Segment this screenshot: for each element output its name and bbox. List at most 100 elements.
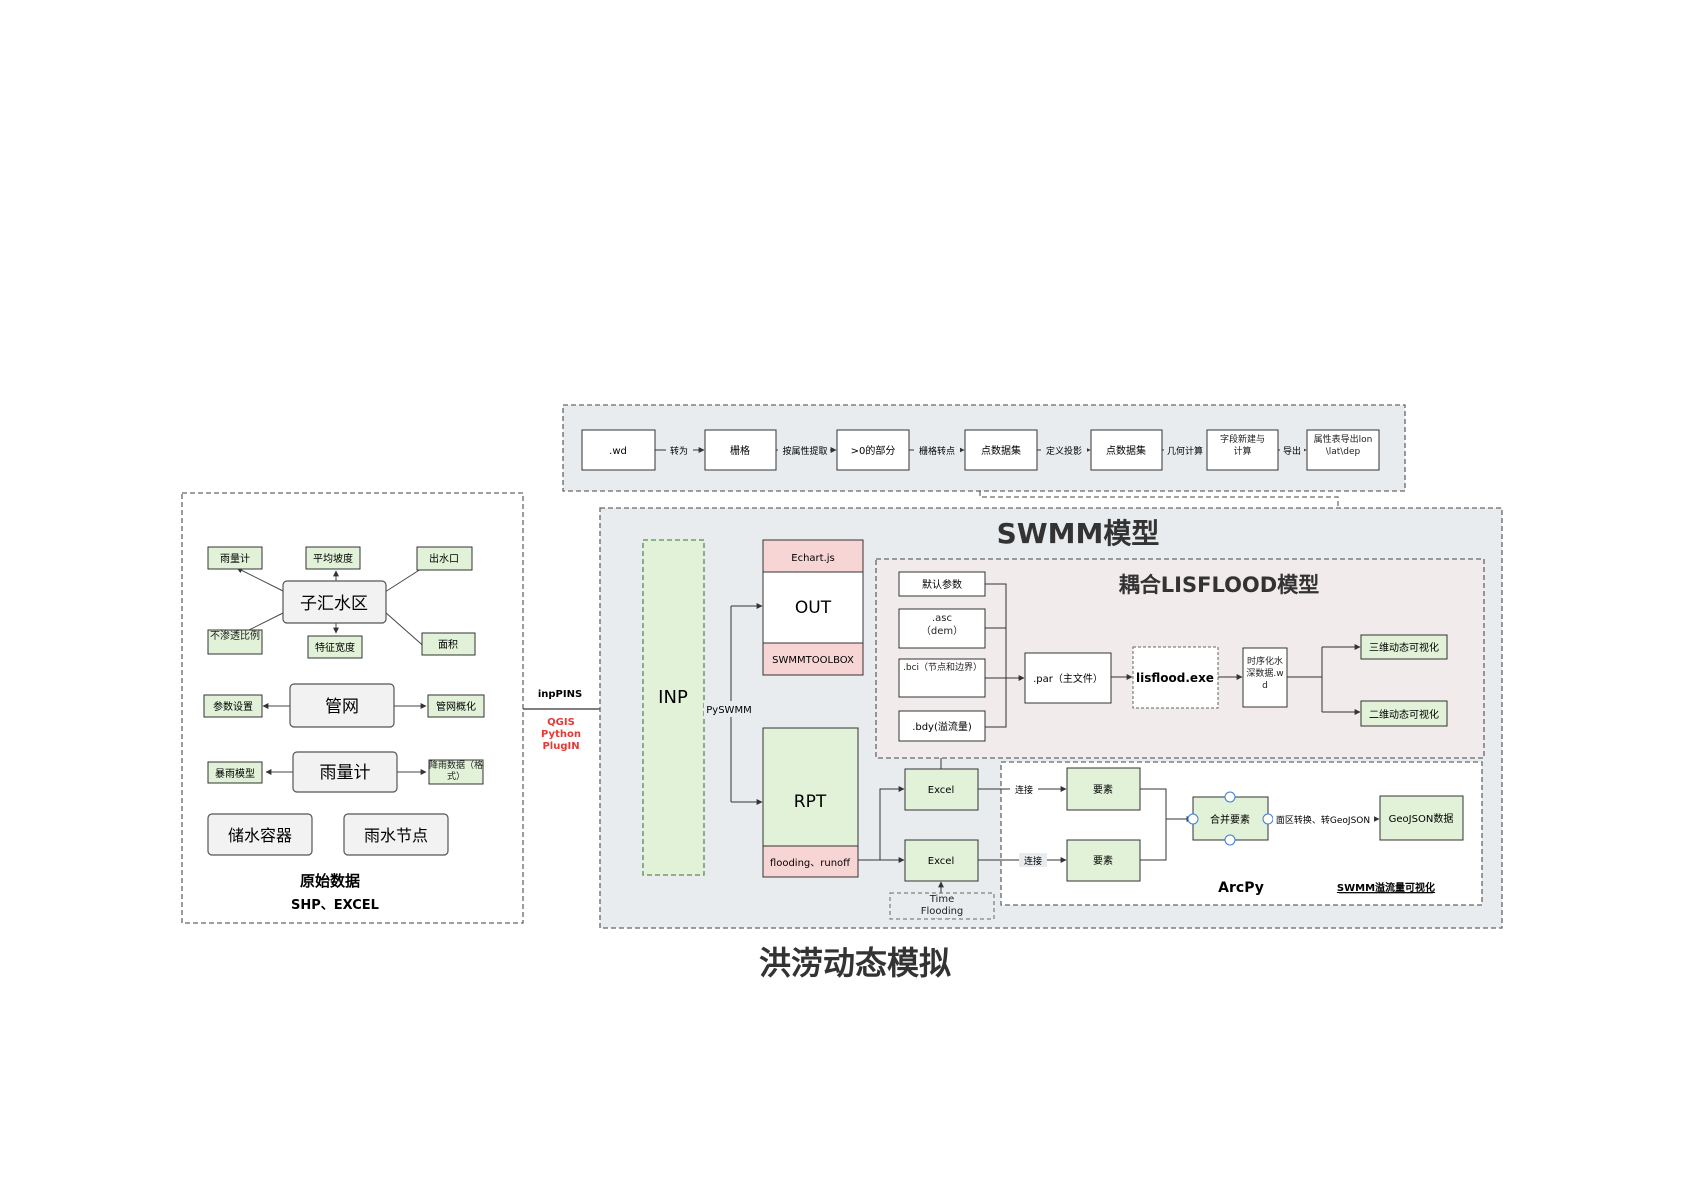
area-node: 面积 [421, 632, 476, 656]
bci-label: .bci（节点和边界） [903, 663, 983, 673]
avg-slope-label: 平均坡度 [313, 552, 353, 565]
wd-label: .wd [609, 446, 627, 457]
subcatchment-node: 子汇水区 [282, 580, 387, 624]
swmm-vis-caption: SWMM溢流量可视化 [1337, 881, 1435, 894]
bci-box [898, 658, 986, 698]
feature1-label: 要素 [1093, 783, 1113, 796]
area-label: 面积 [438, 639, 458, 651]
feature-width-label: 特征宽度 [315, 641, 355, 654]
excel1-box [904, 768, 979, 811]
avg-slope-node: 平均坡度 [305, 546, 361, 570]
rain-node-label: 雨水节点 [364, 826, 428, 845]
outlet-label: 出水口 [429, 552, 459, 565]
lisflood-title: 耦合LISFLOOD模型 [1119, 573, 1319, 597]
storm-model-node: 暴雨模型 [207, 761, 263, 784]
wd-box [581, 429, 656, 471]
rain-gauge-label: 雨量计 [320, 763, 371, 783]
lisflood-exe-box [1132, 646, 1219, 709]
raster-to-point-label: 栅格转点 [919, 445, 955, 457]
param-settings-label: 参数设置 [213, 700, 253, 713]
feature1-box [1066, 767, 1141, 811]
outlet-node: 出水口 [416, 546, 473, 571]
storm-model-label: 暴雨模型 [215, 767, 255, 780]
geojson-box [1379, 795, 1464, 841]
defaults-box [898, 571, 986, 597]
point-data1-label: 点数据集 [981, 444, 1021, 457]
merge-handle-bottom [1224, 834, 1236, 846]
arcpy-panel: 连接 连接 要素 要素 合并要素 面区转换、转GeoJSON GeoJSON数据… [978, 761, 1483, 906]
merge-label: 合并要素 [1210, 813, 1250, 826]
rain-node-node: 雨水节点 [343, 813, 449, 856]
time-fields-box [889, 892, 995, 920]
bdy-label: .bdy(溢流量) [912, 720, 972, 733]
storage-label: 储水容器 [228, 826, 292, 845]
storage-node: 储水容器 [207, 813, 313, 856]
pipe-network-node: 管网 [289, 683, 395, 728]
field-calc-label: 字段新建与计算 [1219, 435, 1265, 457]
toolbox-label: SWMMTOOLBOX [772, 655, 854, 666]
raw-data-caption: 原始数据 [300, 872, 360, 890]
par-box [1024, 652, 1112, 704]
vis2d-box [1360, 700, 1448, 727]
merge-handle-top [1224, 791, 1236, 803]
gt0-label: >0的部分 [851, 444, 896, 457]
subcatchment-label: 子汇水区 [300, 594, 368, 614]
raster-pipeline: .wd 转为 栅格 按属性提取 >0的部分 栅格转点 点数据集 定义投影 点数据… [562, 404, 1406, 492]
excel2-box [904, 839, 979, 882]
rpt-box [762, 727, 859, 847]
rain-data-label: 降雨数据（格式） [429, 761, 483, 782]
geom-calc-label: 几何计算 [1167, 445, 1203, 457]
point-data2-label: 点数据集 [1106, 444, 1146, 457]
echarts-label: Echart.js [791, 553, 834, 564]
lisflood-exe-label: lisflood.exe [1136, 671, 1214, 685]
connect2-label: 连接 [1024, 855, 1042, 867]
rain-gauge-small-node: 雨量计 [207, 546, 263, 570]
convert-label: 面区转换、转GeoJSON [1276, 814, 1370, 826]
pipe-generalization-label: 管网概化 [436, 700, 476, 713]
wd-series-label: 时序化水深数据.wd [1246, 657, 1284, 691]
impervious-label: 不渗透比例 [210, 631, 260, 642]
asc-label: .asc（dem） [920, 613, 964, 637]
point-data2-box [1090, 429, 1163, 471]
connect1-label: 连接 [1015, 784, 1033, 796]
plugin-line-1: QGIS [547, 717, 575, 728]
flooding-label: flooding、runoff [770, 858, 851, 869]
export-label: 导出 [1283, 445, 1301, 457]
param-settings-node: 参数设置 [203, 694, 263, 718]
extract-by-attr-label: 按属性提取 [782, 445, 827, 457]
time-fields-label: Time Flooding Fileds [920, 894, 964, 919]
rpt-label: RPT [794, 792, 827, 812]
raw-data-formats: SHP、EXCEL [291, 898, 379, 913]
feature2-box [1066, 839, 1141, 882]
vis2d-label: 二维动态可视化 [1369, 708, 1439, 721]
rain-gauge-small-label: 雨量计 [220, 552, 250, 565]
impervious-node: 不渗透比例 [207, 629, 263, 655]
rain-gauge-node: 雨量计 [292, 751, 398, 793]
merge-handle-left [1187, 813, 1199, 825]
gt0-box [836, 429, 910, 471]
inp-pins-label: inpPINS [538, 689, 582, 700]
to-label: 转为 [670, 445, 688, 457]
raster-box [704, 429, 777, 471]
pipe-network-label: 管网 [325, 697, 359, 717]
geojson-label: GeoJSON数据 [1389, 812, 1454, 825]
raster-label: 栅格 [730, 444, 750, 457]
swmm-title: SWMM模型 [997, 517, 1160, 550]
lisflood-panel: 耦合LISFLOOD模型 默认参数 .asc（dem） .bci（节点和边界） … [875, 558, 1485, 759]
inp-box [642, 539, 705, 876]
bdy-box [898, 710, 986, 742]
vis3d-label: 三维动态可视化 [1369, 641, 1439, 654]
rain-data-node: 降雨数据（格式） [428, 759, 484, 785]
toolbox-box [762, 642, 864, 676]
arcpy-caption: ArcPy [1218, 880, 1264, 896]
flooding-box [762, 845, 859, 878]
merge-handle-right [1262, 813, 1274, 825]
feature2-label: 要素 [1093, 854, 1113, 867]
page-title: 洪涝动态模拟 [759, 944, 951, 982]
feature-width-node: 特征宽度 [307, 635, 363, 659]
out-label: OUT [795, 598, 832, 618]
defaults-label: 默认参数 [922, 578, 962, 591]
vis3d-box [1360, 634, 1448, 660]
par-label: .par（主文件） [1033, 672, 1103, 685]
